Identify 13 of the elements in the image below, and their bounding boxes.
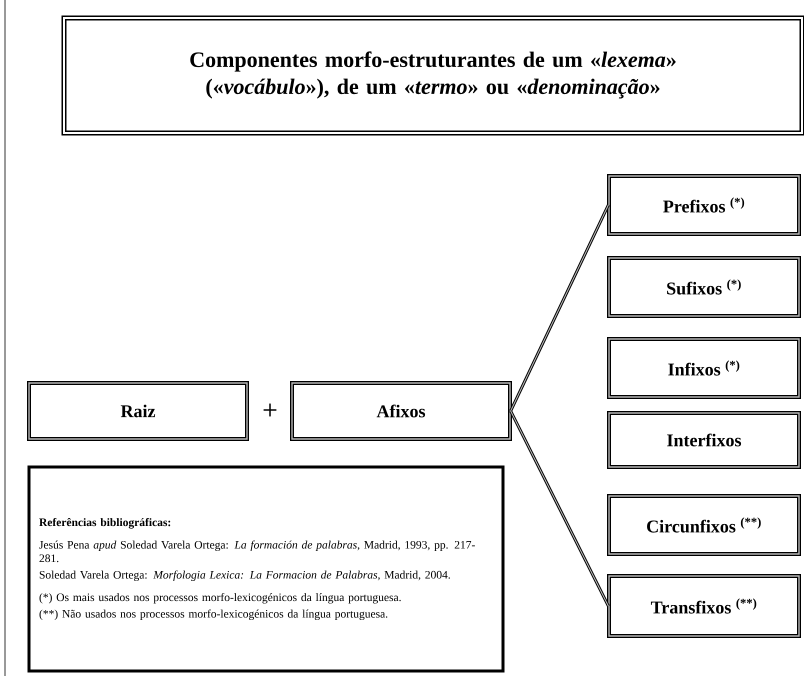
affix-type-box: Infixos $^{(*)}$ xyxy=(607,337,801,399)
affix-type-box: Interfixos xyxy=(607,411,801,469)
affix-type-box: Transfixos $^{(**)}$ xyxy=(607,574,801,638)
affix-type-box: Circunfixos $^{(**)}$ xyxy=(607,494,801,556)
affix-box: Afixos xyxy=(290,381,512,441)
connector-line xyxy=(509,204,610,412)
affix-type-box: Sufixos $^{(*)}$ xyxy=(607,256,801,318)
root-box: Raiz xyxy=(27,381,249,441)
affix-type-box: Prefixos $^{(*)}$ xyxy=(607,174,801,236)
title-box: Componentes morfo-estruturantes de um «lexema» («vocábulo»), de um «termo» ou «denominação» xyxy=(62,16,804,136)
references-box: Referências bibliográficas: Jesús Pena apud Soledad Varela Ortega: La formación de palabras, Madrid, 1993, pp. 217-281. Soledad Varela Ortega: Morfologia Lexica: La Formacion de Palabras, Madrid, 2004. (*) Os mais usados nos processos morfo-lexicogénicos da língua portuguesa. (**) Não usados nos processos morfo-lexicogénicos da língua portuguesa. xyxy=(28,466,504,672)
plus-sign: + xyxy=(263,403,277,417)
connector-line xyxy=(509,410,610,607)
